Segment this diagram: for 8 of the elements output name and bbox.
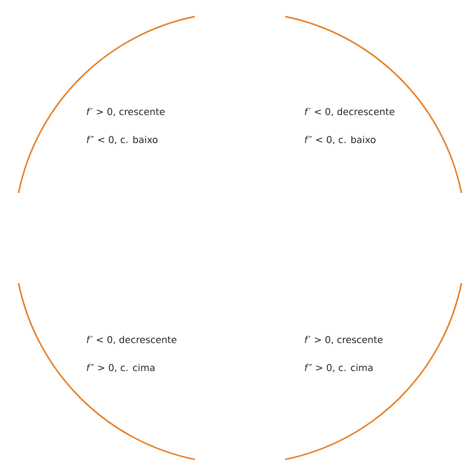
condition-label: f″ < 0, c. baixo [86,136,158,144]
condition-label: f′ > 0, crescente [86,108,165,116]
condition-label: f′ > 0, crescente [304,336,383,344]
condition-label: f″ > 0, c. cima [304,364,372,372]
condition-label: f′ < 0, decrescente [304,108,394,116]
condition-label: f′ < 0, decrescente [86,336,176,344]
condition-label: f″ < 0, c. baixo [304,136,376,144]
condition-label: f″ > 0, c. cima [86,364,154,372]
